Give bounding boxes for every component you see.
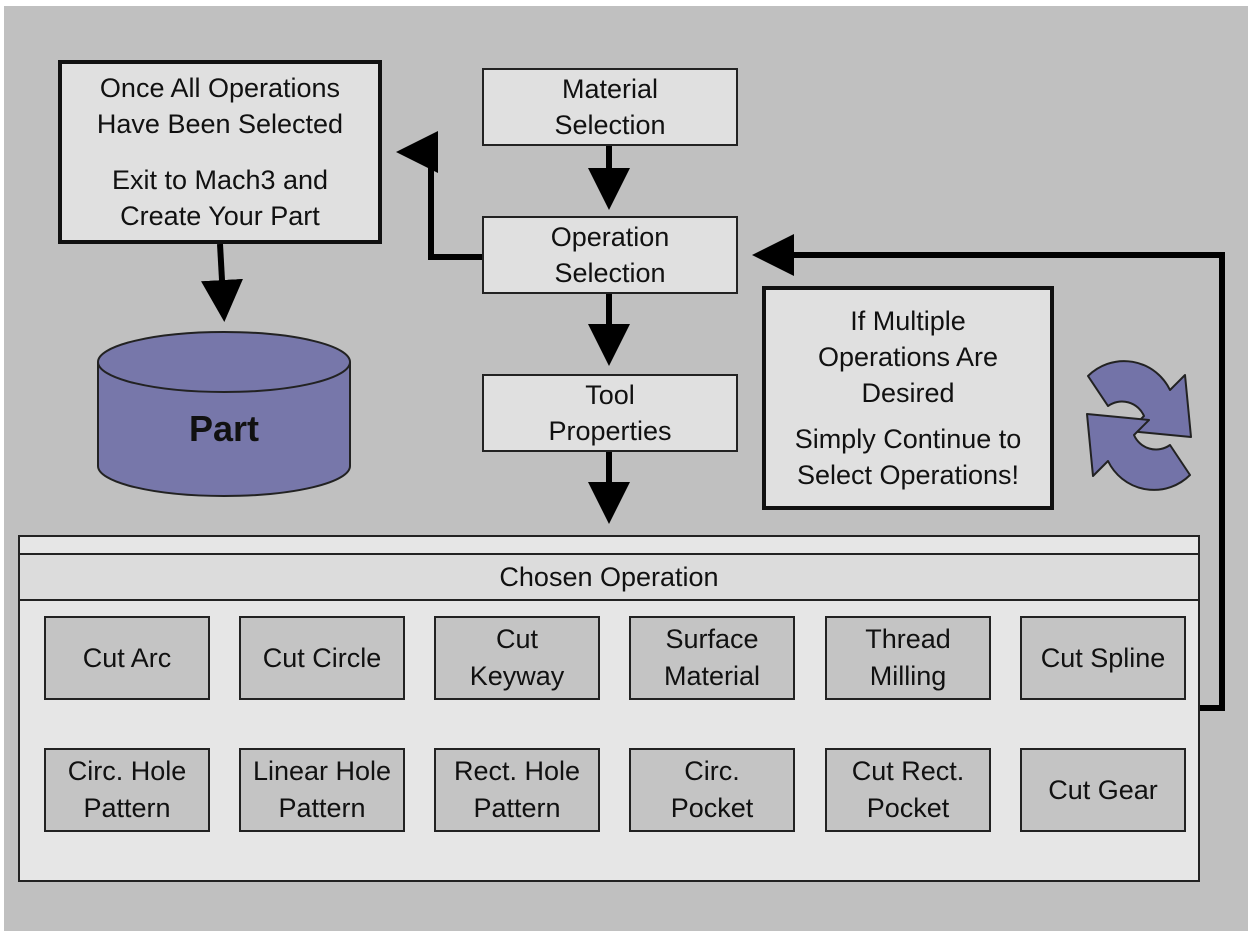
multiple-line-1: If Multiple — [850, 306, 966, 336]
operation-tile-label: Material — [663, 661, 761, 691]
operation-tile-label: Cut Gear — [1048, 774, 1158, 805]
part-label: Part — [188, 408, 260, 449]
operation-tile-label: Circ. Hole — [67, 756, 187, 786]
operation-tile-label: Cut Spline — [1040, 642, 1166, 673]
operation-tile-label: Cut Rect. — [851, 756, 965, 786]
arrow-loop-back — [752, 234, 1225, 711]
operation-tile-label: Milling — [869, 661, 947, 691]
multiple-line-3: Desired — [861, 378, 955, 408]
operation-line-2: Selection — [554, 258, 666, 288]
operation-tile-label: Pattern — [278, 793, 366, 823]
chosen-operation-title: Chosen Operation — [20, 553, 1198, 601]
multiple-line-4: Simply Continue to — [794, 424, 1022, 454]
exit-line-4: Create Your Part — [120, 201, 320, 231]
cycle-arrows-icon — [1086, 360, 1192, 491]
operation-line-1: Operation — [550, 222, 670, 252]
material-line-2: Selection — [554, 110, 666, 140]
material-selection-box: Material Selection — [482, 68, 738, 146]
operation-tile[interactable]: Cut Arc — [44, 616, 210, 700]
operation-tile-label: Cut Circle — [262, 642, 382, 673]
arrow-exit-to-part — [201, 243, 243, 322]
operation-selection-box: Operation Selection — [482, 216, 738, 294]
operation-tile[interactable]: Cut Rect. Pocket — [825, 748, 991, 832]
tool-line-1: Tool — [585, 380, 635, 410]
exit-line-2: Have Been Selected — [96, 109, 344, 139]
tool-line-2: Properties — [548, 416, 672, 446]
multiple-line-2: Operations Are — [817, 342, 999, 372]
multiple-line-5: Select Operations! — [796, 460, 1020, 490]
operation-tile-label: Circ. — [684, 756, 740, 786]
exit-line-1: Once All Operations — [99, 73, 341, 103]
operation-tile-label: Rect. Hole — [453, 756, 581, 786]
exit-to-mach3-box: Once All Operations Have Been Selected E… — [58, 60, 382, 244]
operation-tile[interactable]: Cut Circle — [239, 616, 405, 700]
operation-tile[interactable]: Cut Spline — [1020, 616, 1186, 700]
operation-tile-label: Thread — [865, 624, 951, 654]
operation-tile[interactable]: Circ. Pocket — [629, 748, 795, 832]
part-cylinder — [97, 331, 351, 497]
operation-tile-label: Linear Hole — [252, 756, 392, 786]
operation-tile-label: Cut Arc — [82, 642, 172, 673]
exit-line-3: Exit to Mach3 and — [111, 165, 329, 195]
multiple-operations-box: If Multiple Operations Are Desired Simpl… — [762, 286, 1054, 510]
operation-tile-label: Pattern — [473, 793, 561, 823]
operation-tile-label: Cut — [495, 624, 539, 654]
operation-tile-label: Pattern — [83, 793, 171, 823]
operation-tile-label: Surface — [665, 624, 759, 654]
tool-properties-box: Tool Properties — [482, 374, 738, 452]
operation-tile[interactable]: Cut Gear — [1020, 748, 1186, 832]
operation-tile-label: Pocket — [670, 793, 754, 823]
operation-tile-label: Keyway — [469, 661, 565, 691]
arrow-operation-to-exit — [396, 131, 482, 260]
operation-tile-label: Pocket — [866, 793, 950, 823]
material-line-1: Material — [561, 74, 659, 104]
